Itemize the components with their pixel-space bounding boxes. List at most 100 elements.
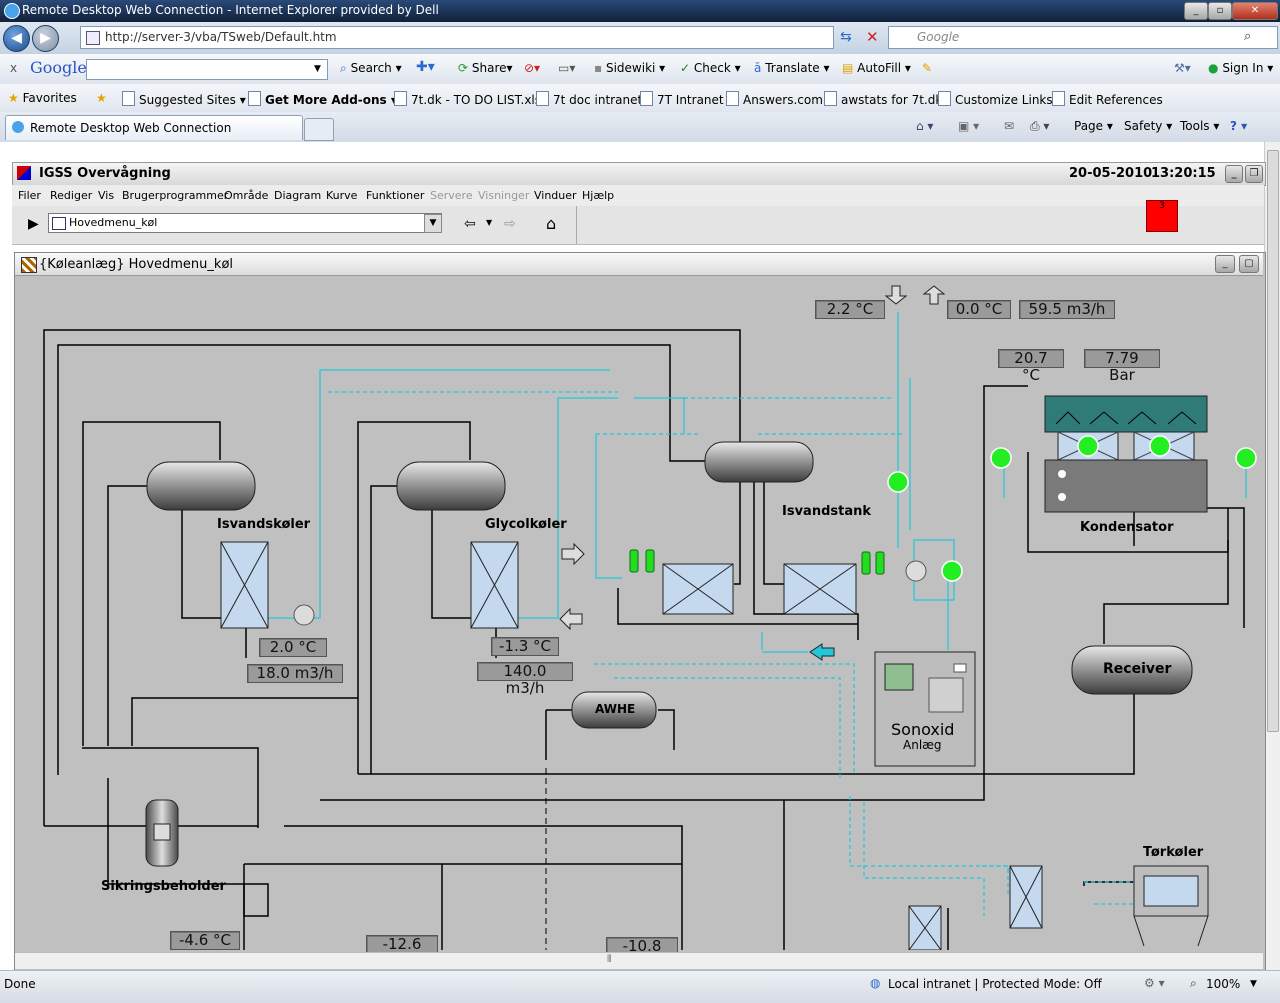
fav-edit-references[interactable]: Edit References — [1052, 91, 1163, 107]
tab-remote-desktop[interactable]: Remote Desktop Web Connection — [5, 115, 303, 140]
share-button[interactable]: ⟳ Share▾ — [458, 61, 513, 75]
address-input[interactable]: http://server-3/vba/TSweb/Default.htm — [80, 26, 834, 49]
play-icon[interactable]: ▶ — [28, 216, 39, 232]
home-icon[interactable]: ⌂ ▾ — [916, 119, 934, 133]
igss-restore-button[interactable]: ❐ — [1245, 165, 1263, 183]
plus-icon[interactable]: ✚▾ — [416, 59, 435, 75]
fav-answers[interactable]: Answers.com — [726, 91, 823, 107]
autofill-button[interactable]: ▤ AutoFill ▾ — [842, 61, 911, 75]
fav-suggested-sites[interactable]: Suggested Sites ▾ — [122, 91, 246, 107]
diagram-combo[interactable]: Hovedmenu_køl — [48, 213, 442, 233]
feeds-icon[interactable]: ▣ ▾ — [958, 119, 980, 133]
google-search-button[interactable]: ⌕ Search ▾ — [340, 61, 402, 75]
fav-customize-links[interactable]: Customize Links — [938, 91, 1053, 107]
receiver[interactable] — [1071, 645, 1193, 695]
back-dropdown-icon[interactable]: ▼ — [486, 218, 493, 227]
value-temp-kondensator[interactable]: 20.7 °C — [998, 349, 1064, 384]
popup-blocker-icon[interactable]: ⊘▾ — [524, 61, 541, 75]
close-toolbar-icon[interactable]: x — [10, 61, 18, 75]
signin-button[interactable]: ● Sign In ▾ — [1208, 61, 1274, 75]
print-icon[interactable]: ⎙ ▾ — [1030, 119, 1050, 133]
tank-isvandstank[interactable] — [704, 441, 814, 483]
menu-omraade[interactable]: Område — [224, 189, 269, 202]
menu-kurve[interactable]: Kurve — [326, 189, 358, 202]
fav-todo-list[interactable]: 7t.dk - TO DO LIST.xls — [394, 91, 541, 107]
menu-diagram[interactable]: Diagram — [274, 189, 322, 202]
highlight-icon[interactable]: ▭▾ — [558, 61, 576, 75]
security-zone[interactable]: Local intranet | Protected Mode: Off — [888, 977, 1102, 991]
value-temp-glycol[interactable]: -1.3 °C — [491, 637, 559, 656]
value-flow-glycol[interactable]: 140.0 m3/h — [477, 662, 573, 697]
alarm-indicator[interactable]: 3 — [1146, 200, 1178, 232]
zoom-dropdown-icon[interactable]: ▼ — [1250, 979, 1257, 989]
idle-pumps[interactable] — [293, 560, 927, 626]
combo-dropdown-icon[interactable]: ▼ — [424, 214, 442, 233]
scroll-thumb[interactable] — [1267, 150, 1279, 732]
torkoler[interactable] — [1133, 865, 1209, 947]
maximize-button[interactable]: ▫ — [1208, 2, 1232, 20]
diagram-hscroll[interactable]: ⦀ — [15, 952, 1263, 969]
zoom-icon: ⌕ — [1190, 976, 1197, 990]
fav-get-addons[interactable]: Get More Add-ons ▾ — [248, 91, 397, 107]
dropdown-arrow-icon[interactable]: ▼ — [314, 64, 321, 74]
hx-bottom[interactable] — [908, 865, 1043, 950]
hx-glycolkoler[interactable] — [470, 541, 519, 629]
menu-funktioner[interactable]: Funktioner — [366, 189, 425, 202]
forward-button[interactable]: ▶ — [32, 25, 59, 52]
menu-hjaelp[interactable]: Hjælp — [582, 189, 615, 202]
vertical-scrollbar[interactable] — [1264, 142, 1280, 970]
sonoxid-unit[interactable] — [874, 651, 976, 767]
minimize-button[interactable]: _ — [1184, 2, 1208, 20]
protected-mode-icon[interactable]: ⚙ ▾ — [1144, 976, 1165, 990]
home-icon[interactable]: ⌂ — [546, 214, 557, 233]
zoom-level[interactable]: 100% — [1206, 977, 1241, 991]
igss-minimize-button[interactable]: _ — [1225, 165, 1243, 183]
hx-isvandskoler[interactable] — [220, 541, 269, 629]
spellcheck-button[interactable]: ✓ Check ▾ — [680, 61, 741, 75]
diagram-minimize-button[interactable]: _ — [1215, 255, 1235, 273]
sikringsbeholder[interactable] — [145, 799, 179, 867]
value-flow-top[interactable]: 59.5 m3/h — [1019, 300, 1115, 319]
awhe[interactable] — [571, 691, 657, 729]
tank-isvandskoler[interactable] — [146, 461, 256, 511]
close-button[interactable]: ✕ — [1232, 2, 1278, 20]
favorites-button[interactable]: ★ Favorites — [8, 91, 77, 105]
tools-menu[interactable]: Tools ▾ — [1180, 119, 1220, 133]
stop-icon[interactable]: ✕ — [866, 28, 879, 46]
hx-isvandstank-1[interactable] — [662, 563, 734, 615]
value-temp-top-left[interactable]: 2.2 °C — [815, 300, 885, 319]
back-button[interactable]: ◀ — [3, 25, 30, 52]
help-icon[interactable]: ? ▾ — [1230, 119, 1248, 133]
pencil-icon[interactable]: ✎ — [922, 61, 933, 75]
diagram-maximize-button[interactable]: ▢ — [1239, 255, 1259, 273]
google-search-input[interactable] — [86, 59, 328, 80]
fav-7t-intranet[interactable]: 7T Intranet — [640, 91, 724, 107]
translate-button[interactable]: ā Translate ▾ — [754, 61, 830, 75]
new-tab-button[interactable] — [304, 118, 334, 141]
menu-vinduer[interactable]: Vinduer — [534, 189, 577, 202]
menu-brugerprogrammer[interactable]: Brugerprogrammer — [122, 189, 229, 202]
mail-icon[interactable]: ✉ — [1004, 119, 1015, 133]
value-pressure-kondensator[interactable]: 7.79 Bar — [1084, 349, 1160, 384]
tank-glycolkoler[interactable] — [396, 461, 506, 511]
value-flow-isvand[interactable]: 18.0 m3/h — [247, 664, 343, 683]
value-temp-isvand[interactable]: 2.0 °C — [259, 638, 327, 657]
kondensator[interactable] — [1044, 395, 1208, 513]
page-menu[interactable]: Page ▾ — [1074, 119, 1113, 133]
search-icon[interactable]: ⌕ — [1244, 29, 1252, 44]
value-temp-top-right[interactable]: 0.0 °C — [947, 300, 1011, 319]
fav-awstats[interactable]: awstats for 7t.dk — [824, 91, 942, 107]
value-temp-bottom-1[interactable]: -4.6 °C — [170, 931, 240, 950]
wrench-icon[interactable]: ⚒▾ — [1174, 61, 1191, 75]
add-favorite-icon[interactable]: ★ — [96, 91, 107, 105]
menu-rediger[interactable]: Rediger — [50, 189, 93, 202]
hx-isvandstank-2[interactable] — [783, 563, 857, 615]
menu-filer[interactable]: Filer — [18, 189, 41, 202]
fav-doc-intranet[interactable]: 7t doc intranet — [536, 91, 642, 107]
refresh-icon[interactable]: ⇆ — [840, 29, 852, 45]
sidewiki-button[interactable]: ▪ Sidewiki ▾ — [594, 61, 666, 75]
back-arrow-icon[interactable]: ⇦ — [464, 216, 476, 232]
search-input[interactable]: Google — [888, 26, 1278, 49]
menu-vis[interactable]: Vis — [98, 189, 115, 202]
safety-menu[interactable]: Safety ▾ — [1124, 119, 1173, 133]
